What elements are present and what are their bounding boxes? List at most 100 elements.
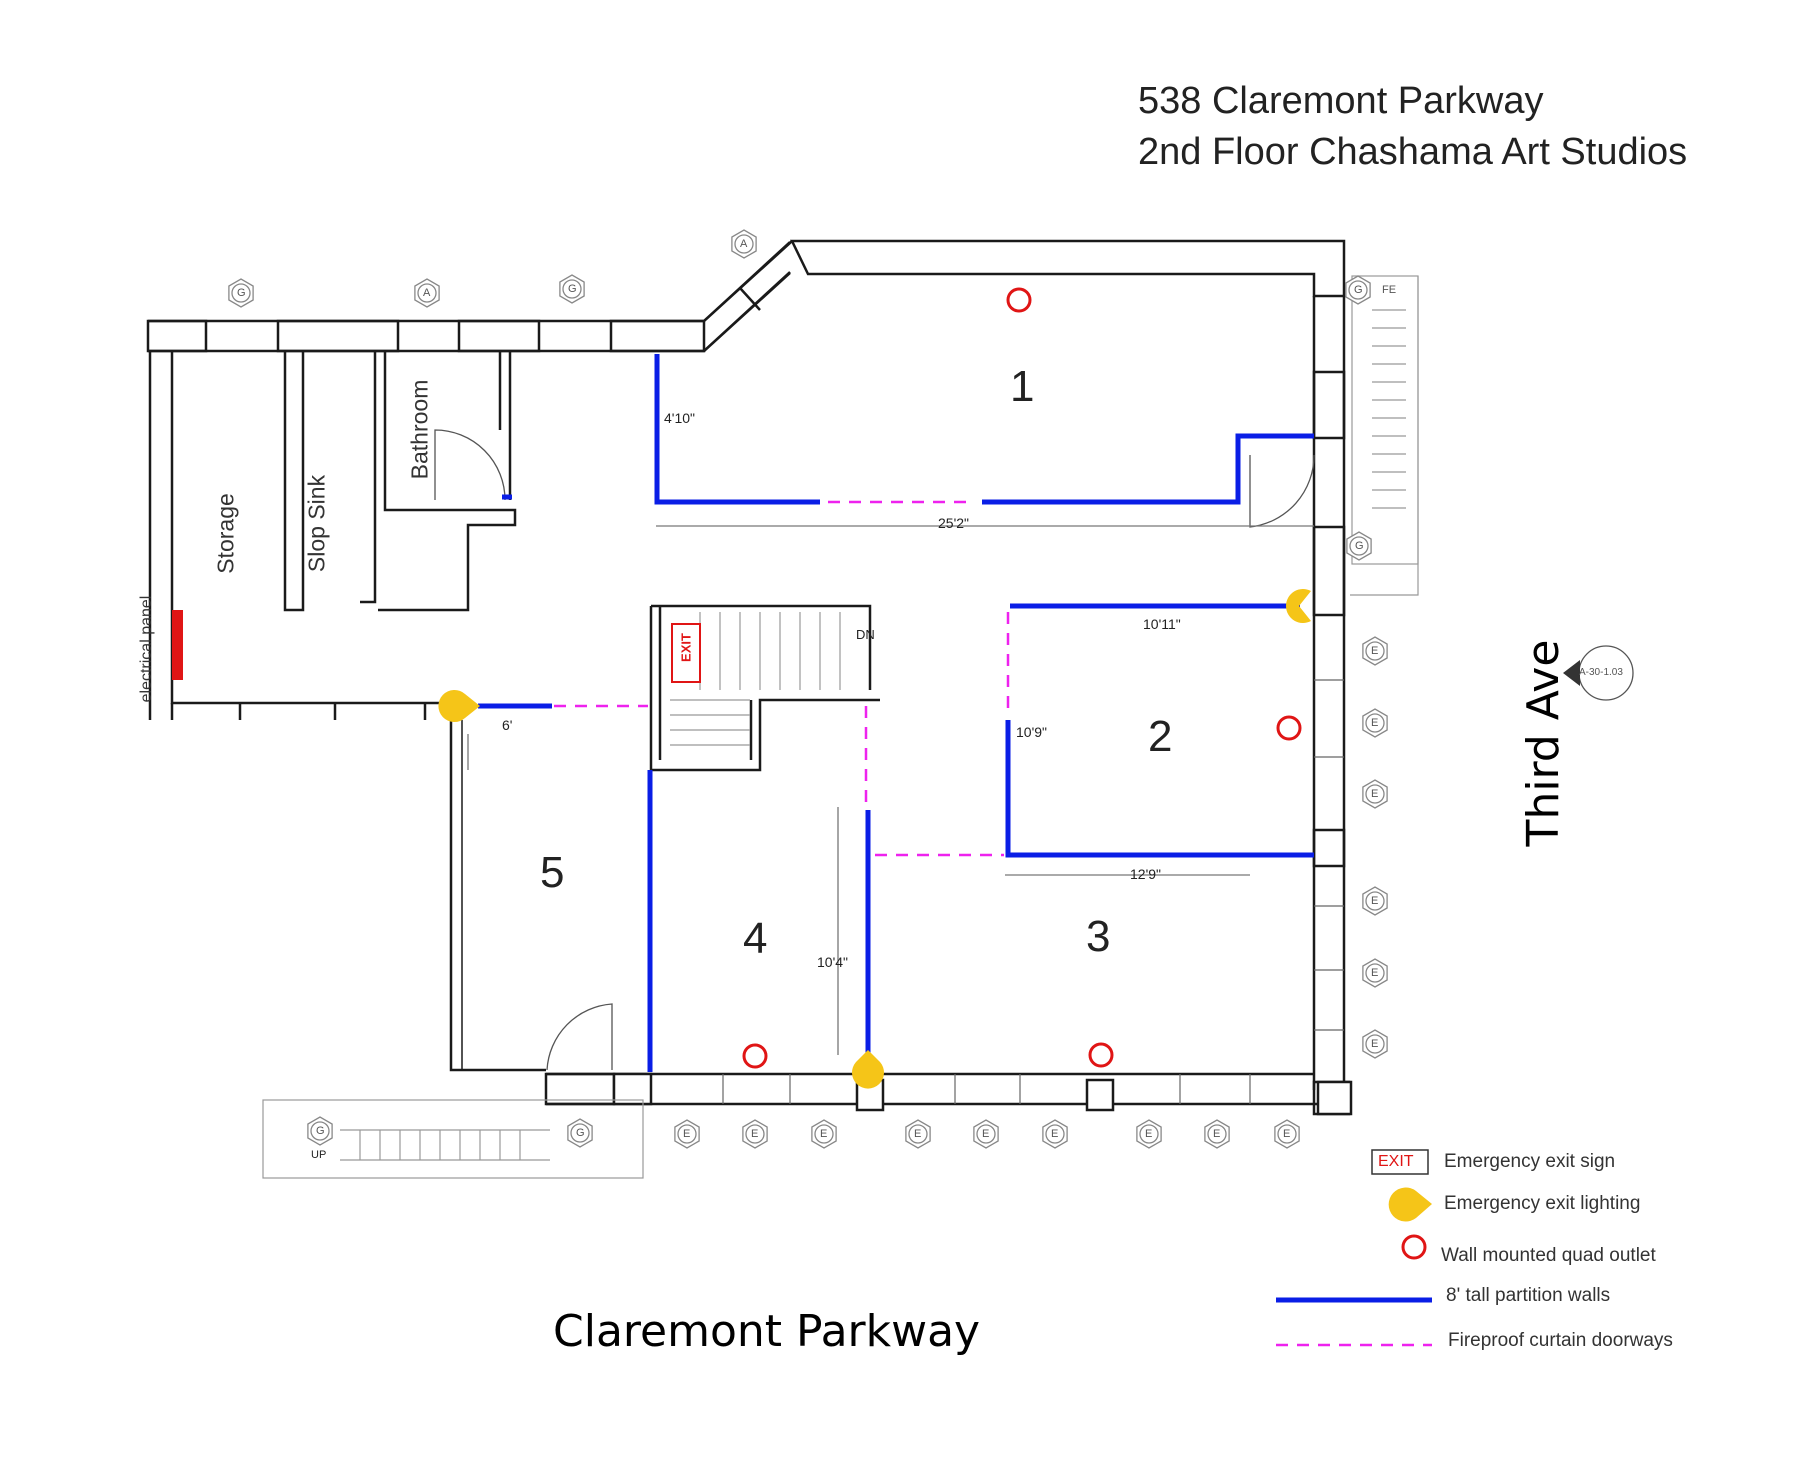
marker-e-south-4: E bbox=[914, 1128, 922, 1140]
room-1: 1 bbox=[1010, 362, 1035, 411]
marker-e-east-4: E bbox=[1371, 895, 1379, 907]
marker-e-south-9-ring bbox=[1277, 1124, 1297, 1144]
legend-graphics bbox=[1276, 1149, 1432, 1347]
marker-a-1: A bbox=[423, 287, 431, 299]
marker-g-3: G bbox=[1354, 284, 1363, 296]
legend-outlet-label: Wall mounted quad outlet bbox=[1441, 1245, 1656, 1266]
floor-subtitle: 2nd Floor Chashama Art Studios bbox=[1138, 131, 1688, 173]
room-4: 4 bbox=[743, 914, 768, 963]
marker-e-east-1: E bbox=[1371, 645, 1379, 657]
marker-e-east-2: E bbox=[1371, 717, 1379, 729]
marker-g-1-ring bbox=[231, 283, 251, 303]
marker-g-4: G bbox=[1355, 540, 1364, 552]
bathroom-east-wall bbox=[498, 351, 512, 500]
street-claremont: Claremont Parkway bbox=[553, 1306, 981, 1357]
marker-e-east-5: E bbox=[1371, 967, 1379, 979]
storage-label: Storage bbox=[212, 493, 239, 574]
dim-room2-bottom: 12'9" bbox=[1130, 866, 1162, 882]
marker-a-2: A bbox=[740, 238, 748, 250]
angled-wall bbox=[703, 241, 791, 352]
marker-g-1: G bbox=[237, 287, 246, 299]
dim-room4-side: 10'4" bbox=[817, 954, 849, 970]
east-wall-box-2 bbox=[1312, 525, 1346, 617]
room-5: 5 bbox=[540, 848, 565, 897]
south-wall-box-4 bbox=[1085, 1078, 1115, 1112]
legend-exit-sign-label: Emergency exit sign bbox=[1444, 1151, 1616, 1172]
marker-e-east-4-ring bbox=[1365, 891, 1385, 911]
dim-room1-side: 4'10" bbox=[664, 410, 696, 426]
dim-room2-side: 10'9" bbox=[1016, 724, 1048, 740]
legend-exit-light bbox=[1388, 1187, 1432, 1222]
south-wall-box-2 bbox=[612, 1072, 653, 1106]
outlets bbox=[742, 287, 1302, 1069]
marker-g-5-ring bbox=[310, 1121, 330, 1141]
slop-sink-label: Slop Sink bbox=[303, 474, 330, 573]
legend-exit-box bbox=[1371, 1149, 1429, 1175]
marker-e-south-1: E bbox=[683, 1128, 691, 1140]
marker-e-south-8-ring bbox=[1207, 1124, 1227, 1144]
partition-room1-south bbox=[982, 433, 1314, 505]
room5-door bbox=[546, 1003, 613, 1071]
legend-exit-sign-text: EXIT bbox=[1378, 1153, 1414, 1170]
marker-fe: FE bbox=[1382, 284, 1397, 296]
marker-g-6: G bbox=[576, 1127, 585, 1139]
stair-top bbox=[651, 604, 872, 690]
exterior-walls bbox=[146, 239, 1353, 1116]
marker-e-south-1-ring bbox=[677, 1124, 697, 1144]
room1-door bbox=[1249, 454, 1315, 528]
marker-a-1-ring bbox=[417, 283, 437, 303]
street-third-ave: Third Ave bbox=[1518, 639, 1569, 847]
outlet-room3 bbox=[1088, 1042, 1114, 1068]
exit-light-room5 bbox=[438, 689, 480, 722]
east-wall-box-1 bbox=[1312, 370, 1346, 440]
south-wall-box-5 bbox=[1316, 1080, 1353, 1116]
dim-room2-top: 10'11" bbox=[1143, 616, 1181, 632]
dim-room1-width: 25'2" bbox=[938, 515, 970, 531]
electrical-panel-label: electrical panel bbox=[138, 595, 155, 703]
exit-lights bbox=[438, 589, 1311, 1089]
marker-a-2-ring bbox=[734, 234, 754, 254]
marker-hexes bbox=[228, 229, 1388, 1149]
dim-room5-door: 6' bbox=[502, 717, 513, 733]
bathroom-west-wall bbox=[360, 351, 517, 612]
marker-e-east-1-ring bbox=[1365, 641, 1385, 661]
interior-walls bbox=[148, 351, 880, 1072]
exit-sign-plan bbox=[671, 623, 701, 683]
address-title: 538 Claremont Parkway bbox=[1138, 80, 1544, 122]
stair-enclosure bbox=[649, 606, 880, 772]
legend-curtain-label: Fireproof curtain doorways bbox=[1448, 1330, 1673, 1351]
bathroom-door bbox=[434, 429, 506, 501]
outlet-room1 bbox=[1006, 287, 1032, 313]
marker-g-2: G bbox=[568, 283, 577, 295]
marker-e-east-2-ring bbox=[1365, 713, 1385, 733]
legend-partition-label: 8' tall partition walls bbox=[1446, 1285, 1611, 1306]
marker-e-south-7-ring bbox=[1139, 1124, 1159, 1144]
east-wall bbox=[1312, 296, 1346, 1090]
partition-room1-west bbox=[654, 354, 820, 505]
marker-e-south-6-ring bbox=[1045, 1124, 1065, 1144]
outlet-room2 bbox=[1276, 715, 1302, 741]
marker-e-south-8: E bbox=[1213, 1128, 1221, 1140]
marker-e-south-5-ring bbox=[976, 1124, 996, 1144]
marker-e-south-6: E bbox=[1051, 1128, 1059, 1140]
wall-box-3 bbox=[457, 319, 541, 353]
marker-section: A-30-1.03 bbox=[1579, 667, 1623, 678]
wall-box-1 bbox=[146, 319, 208, 353]
room-3: 3 bbox=[1086, 912, 1111, 961]
outlet-room4 bbox=[742, 1043, 768, 1069]
marker-g-2-ring bbox=[562, 279, 582, 299]
marker-g-5: G bbox=[316, 1125, 325, 1137]
partition-walls bbox=[478, 354, 1314, 1072]
partition-room2-west bbox=[1005, 720, 1314, 858]
marker-e-south-3: E bbox=[820, 1128, 828, 1140]
electrical-panel-marker bbox=[172, 610, 183, 680]
marker-e-east-3: E bbox=[1371, 788, 1379, 800]
wall-box-2 bbox=[276, 319, 400, 353]
legend-outlet bbox=[1401, 1234, 1427, 1260]
stair-down-label: DN bbox=[856, 627, 875, 642]
east-wall-box-3 bbox=[1312, 828, 1346, 868]
marker-e-south-9: E bbox=[1283, 1128, 1291, 1140]
curtain-doorways bbox=[554, 500, 1010, 857]
wall-box-4 bbox=[609, 319, 706, 353]
